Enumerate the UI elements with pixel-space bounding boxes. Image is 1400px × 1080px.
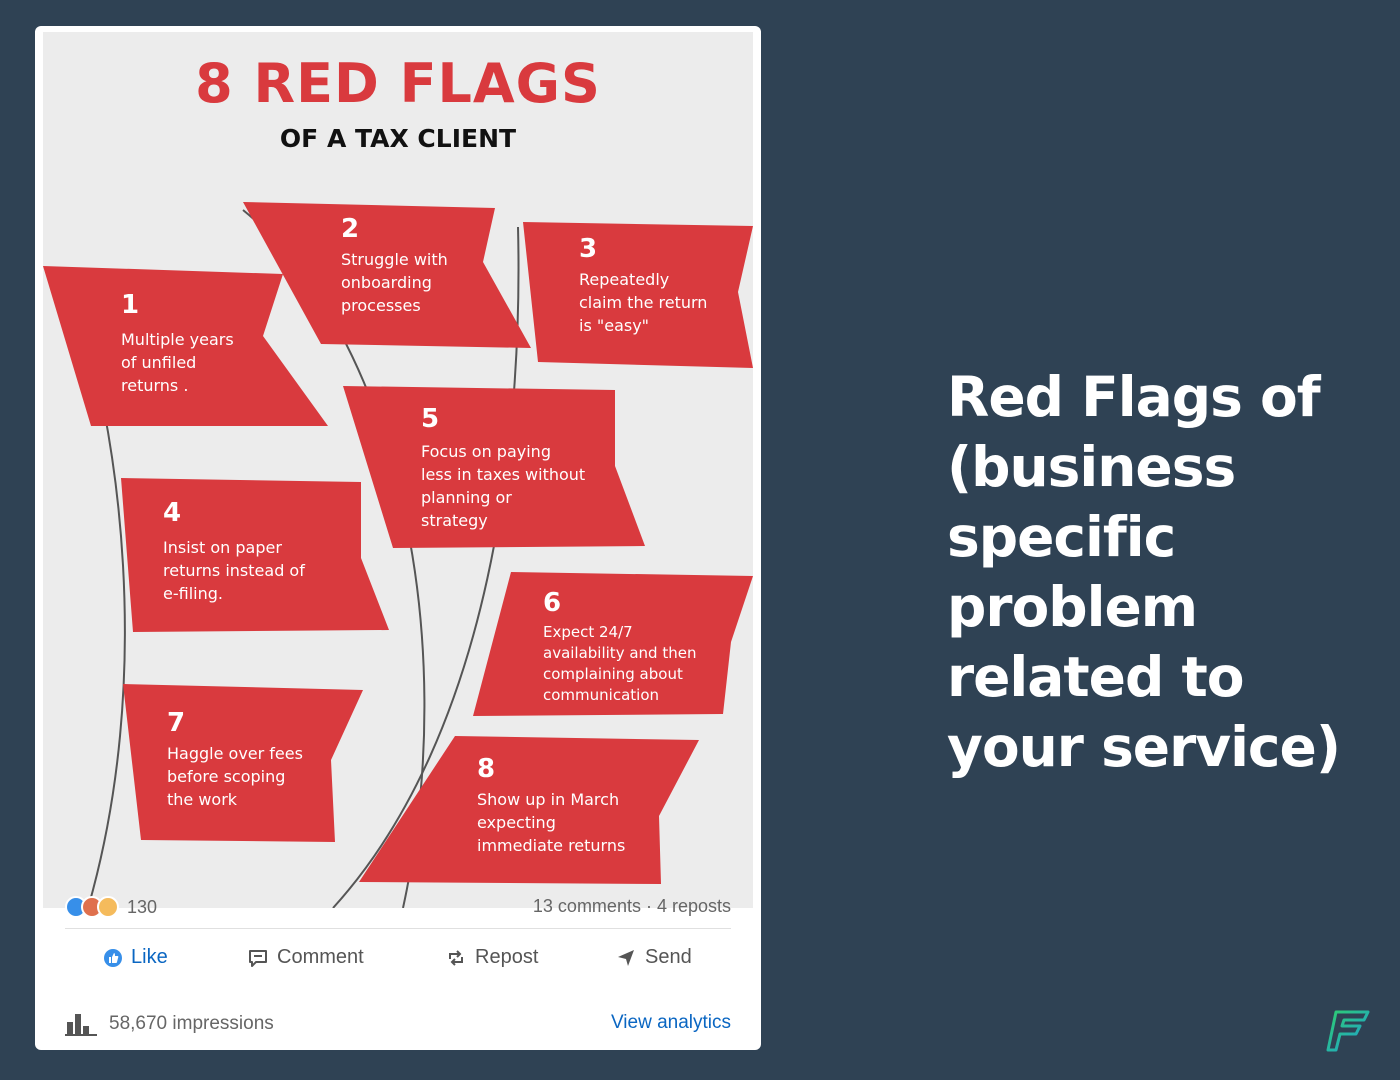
reaction-count: 130 xyxy=(127,896,158,917)
post-analytics: 58,670 impressions View analytics xyxy=(65,1008,731,1040)
like-label: Like xyxy=(131,946,168,968)
send-icon xyxy=(618,949,634,966)
flag-number: 4 xyxy=(163,498,182,528)
flag-number: 1 xyxy=(121,290,140,320)
flag-number: 3 xyxy=(579,234,598,264)
flag-7: 7 Haggle over fees before scoping the wo… xyxy=(123,684,363,844)
flag-8: 8 Show up in March expecting immediate r… xyxy=(359,736,699,886)
post-actions: Like Comment Repost Send xyxy=(35,946,761,982)
insightful-reaction-icon xyxy=(97,896,119,918)
post-image[interactable]: 8 RED FLAGS OF A TAX CLIENT 1 Multiple y… xyxy=(43,32,753,908)
flag-text: Focus on paying less in taxes without pl… xyxy=(421,442,586,530)
flag-text: Repeatedly claim the return is "easy" xyxy=(579,270,708,335)
flag-number: 5 xyxy=(421,404,440,434)
send-button[interactable]: Send xyxy=(615,946,692,969)
repost-icon xyxy=(449,949,463,966)
comment-label: Comment xyxy=(277,946,364,968)
flag-5: 5 Focus on paying less in taxes without … xyxy=(343,386,645,550)
impressions-count: 58,670 impressions xyxy=(65,1012,274,1036)
comment-button[interactable]: Comment xyxy=(247,946,364,969)
flag-text: Show up in March expecting immediate ret… xyxy=(477,790,626,855)
impressions-label: 58,670 impressions xyxy=(109,1013,274,1034)
view-analytics-link[interactable]: View analytics xyxy=(610,1012,731,1033)
send-label: Send xyxy=(645,946,692,968)
comments-reposts-count[interactable]: 13 comments · 4 reposts xyxy=(532,896,731,916)
flag-3: 3 Repeatedly claim the return is "easy" xyxy=(523,222,753,372)
flag-2: 2 Struggle with onboarding processes xyxy=(243,202,533,352)
flag-1: 1 Multiple years of unfiled returns . xyxy=(43,266,328,430)
comment-icon xyxy=(249,949,267,967)
like-button[interactable]: Like xyxy=(103,946,168,969)
post-stats: 130 13 comments · 4 reposts xyxy=(65,892,731,928)
flag-number: 2 xyxy=(341,214,360,244)
headline: Red Flags of (business specific problem … xyxy=(947,365,1341,779)
repost-label: Repost xyxy=(475,946,539,968)
flag-text: Struggle with onboarding processes xyxy=(341,250,448,315)
repost-button[interactable]: Repost xyxy=(445,946,538,969)
flag-text: Haggle over fees before scoping the work xyxy=(167,744,303,809)
flag-6: 6 Expect 24/7 availability and then comp… xyxy=(473,572,753,718)
reactions-summary[interactable]: 130 xyxy=(65,896,157,918)
flag-number: 7 xyxy=(167,708,186,738)
flag-4: 4 Insist on paper returns instead of e-f… xyxy=(121,478,389,634)
bar-chart-icon xyxy=(65,1014,97,1036)
divider xyxy=(65,928,731,929)
logo-icon xyxy=(1326,1010,1370,1052)
flag-text: Expect 24/7 availability and then compla… xyxy=(543,623,697,704)
flag-text: Insist on paper returns instead of e-fil… xyxy=(163,538,305,603)
thumbs-up-icon xyxy=(104,948,122,967)
infographic-title: 8 RED FLAGS xyxy=(195,52,601,115)
flag-number: 6 xyxy=(543,588,562,618)
infographic-subtitle: OF A TAX CLIENT xyxy=(279,124,517,153)
flag-number: 8 xyxy=(477,754,496,784)
brand-logo xyxy=(1326,1008,1372,1059)
linkedin-post-card: 8 RED FLAGS OF A TAX CLIENT 1 Multiple y… xyxy=(35,26,761,1050)
flag-text: Multiple years of unfiled returns . xyxy=(121,330,234,395)
